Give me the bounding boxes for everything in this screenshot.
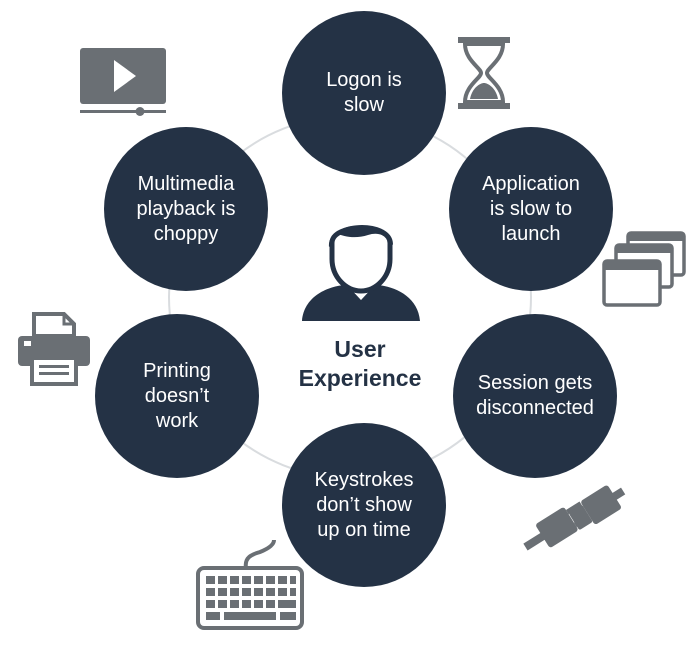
node-label: Application is slow to launch <box>482 172 580 245</box>
node-label: Multimedia playback is choppy <box>136 172 236 245</box>
node-label: Session gets disconnected <box>476 372 594 419</box>
printer-icon <box>14 310 94 391</box>
unplugged-plug-icon <box>518 478 628 559</box>
node-application-slow: Application is slow to launch <box>449 127 613 291</box>
node-label: Printing doesn’t work <box>143 359 211 432</box>
node-multimedia-choppy: Multimedia playback is choppy <box>104 127 268 291</box>
video-player-icon <box>78 46 168 121</box>
browser-windows-icon <box>602 231 686 314</box>
node-printing-broken: Printing doesn’t work <box>95 314 259 478</box>
keyboard-icon <box>194 538 306 637</box>
hourglass-icon <box>456 36 512 115</box>
node-keystrokes-late: Keystrokes don’t show up on time <box>282 423 446 587</box>
user-icon <box>296 215 426 332</box>
center-label: User Experience <box>298 336 422 391</box>
node-logon-slow: Logon is slow <box>282 11 446 175</box>
node-session-disconnected: Session gets disconnected <box>453 314 617 478</box>
node-label: Logon is slow <box>326 69 402 116</box>
node-label: Keystrokes don’t show up on time <box>314 468 414 541</box>
